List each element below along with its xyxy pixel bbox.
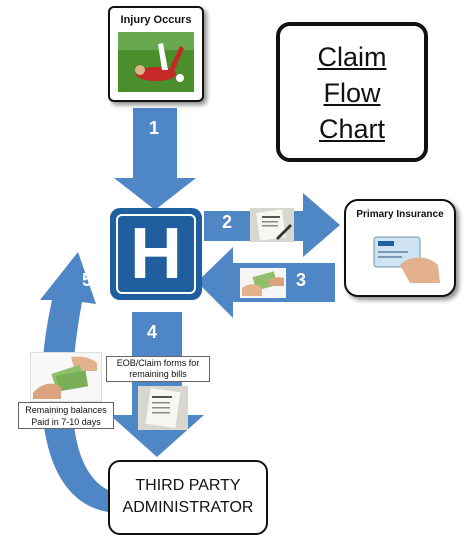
tpa-line-1: THIRD PARTY	[135, 477, 241, 494]
eob-note-line-1: EOB/Claim forms for	[116, 358, 200, 368]
balance-payment-photo	[30, 352, 102, 402]
title-line-3: Chart	[318, 114, 386, 144]
eob-note: EOB/Claim forms for remaining bills	[106, 356, 210, 382]
balances-note-line-1: Remaining balances	[25, 405, 107, 415]
balances-note: Remaining balances Paid in 7-10 days	[18, 402, 114, 429]
hospital-icon: H	[110, 208, 202, 300]
step-3-number: 3	[296, 270, 307, 290]
soccer-player-icon	[118, 32, 194, 92]
step-1-number: 1	[149, 118, 160, 138]
insurance-card-icon	[373, 236, 440, 283]
title-box: Claim Flow Chart	[276, 22, 428, 162]
primary-insurance-label: Primary Insurance	[356, 209, 444, 220]
money-handoff-icon	[242, 271, 284, 296]
payment-photo-3	[240, 268, 286, 298]
injury-box: Injury Occurs	[108, 6, 204, 102]
step-5-number: 5	[82, 270, 93, 290]
arrow-1	[114, 108, 196, 210]
eob-form-icon	[145, 388, 181, 428]
injury-photo	[118, 32, 194, 92]
step-4-number: 4	[147, 322, 158, 342]
injury-label: Injury Occurs	[120, 14, 192, 26]
step-2-number: 2	[222, 212, 233, 232]
title-line-2: Flow	[323, 78, 381, 108]
cash-payment-icon	[33, 356, 97, 399]
title-line-1: Claim	[317, 42, 387, 72]
arrow-5	[40, 252, 108, 512]
hospital-letter: H	[130, 214, 182, 294]
primary-insurance-box: Primary Insurance	[344, 199, 456, 297]
balances-note-line-2: Paid in 7-10 days	[31, 417, 101, 427]
eob-note-line-2: remaining bills	[129, 369, 187, 379]
hospital-inner-border	[116, 214, 196, 294]
eob-form-photo	[138, 386, 188, 430]
claim-form-icon	[256, 209, 292, 241]
tpa-box: THIRD PARTY ADMINISTRATOR	[108, 460, 268, 535]
tpa-line-2: ADMINISTRATOR	[122, 499, 254, 516]
claim-form-photo	[250, 208, 294, 242]
